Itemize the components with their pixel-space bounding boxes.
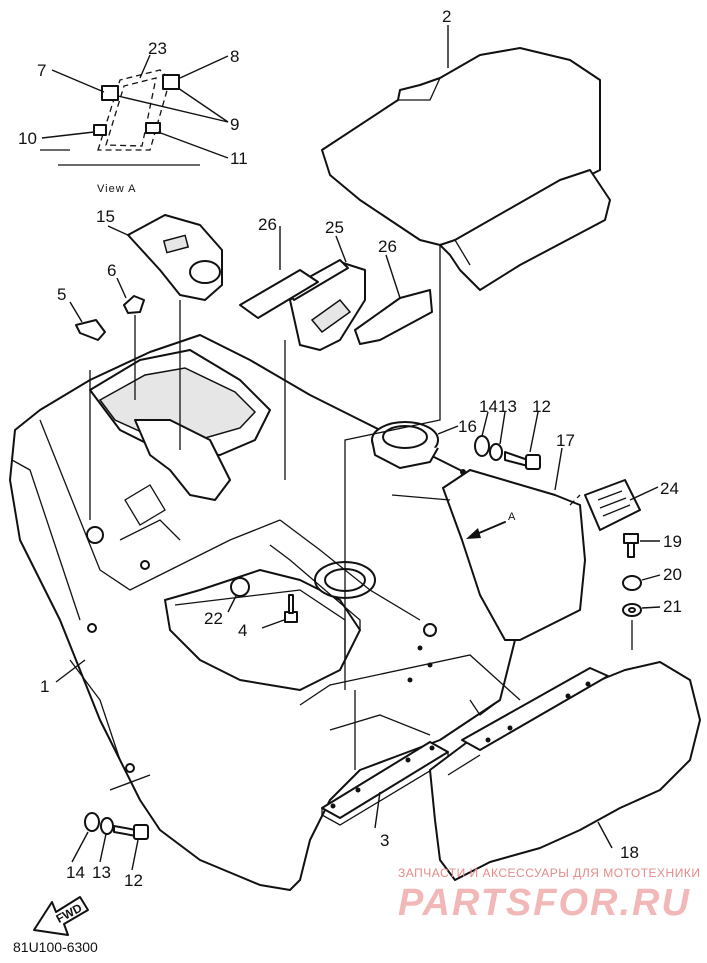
fwd-arrow-icon: FWD [33, 896, 89, 936]
callout-11: 11 [230, 149, 248, 168]
watermark-brand: PARTSFOR.RU [398, 882, 691, 924]
callout-3: 3 [380, 831, 389, 850]
callout-16: 16 [458, 417, 477, 436]
rear-fender-part-18 [429, 661, 701, 881]
view-a-label: View A [97, 183, 136, 195]
callout-7: 7 [37, 61, 46, 80]
cap-part-22 [230, 577, 250, 597]
callout-26-left: 26 [258, 215, 277, 234]
leader-lines [41, 25, 661, 871]
clip-part-10 [93, 124, 107, 136]
callout-21: 21 [663, 597, 682, 616]
callout-8: 8 [230, 47, 239, 66]
callout-25: 25 [325, 218, 344, 237]
arrow-a-label: A [508, 511, 516, 523]
washer-part-13-bottom [100, 817, 114, 835]
side-panel-part-17 [442, 469, 586, 641]
pad-part-26-left [239, 269, 319, 319]
callout-15: 15 [96, 207, 115, 226]
pad-part-26-right [354, 289, 433, 345]
callout-labels: 2 23 8 7 9 10 11 15 26 25 26 6 5 14 13 1… [18, 7, 682, 890]
clip-part-5 [75, 319, 106, 341]
washer-part-14-bottom [84, 812, 100, 832]
callout-1: 1 [40, 677, 49, 696]
watermark-tagline: ЗАПЧАСТИ И АКСЕССУАРЫ ДЛЯ МОТОТЕХНИКИ [398, 866, 700, 880]
label-part-24 [584, 479, 641, 531]
washer-part-13-top [489, 443, 503, 461]
callout-12-top: 12 [532, 397, 551, 416]
callout-23: 23 [148, 39, 167, 58]
clip-part-6 [123, 295, 145, 314]
washer-part-14-top [474, 435, 490, 457]
bolt-part-12-top [504, 451, 541, 470]
catalog-code: 81U100-6300 [13, 939, 98, 955]
callout-22: 22 [204, 609, 223, 628]
assembly-lines [89, 245, 633, 791]
screw-part-4 [284, 594, 298, 623]
callout-6: 6 [107, 261, 116, 280]
duct-part-15 [127, 214, 223, 301]
callout-26-right: 26 [378, 237, 397, 256]
callout-18: 18 [620, 843, 639, 862]
callout-14-top: 14 [479, 397, 498, 416]
watermark: ЗАПЧАСТИ И АКСЕССУАРЫ ДЛЯ МОТОТЕХНИКИ PA… [398, 866, 700, 924]
callout-14-bottom: 14 [66, 863, 85, 882]
callout-19: 19 [663, 532, 682, 551]
clip-part-7 [101, 85, 119, 101]
clip-part-8 [162, 74, 180, 90]
callout-20: 20 [663, 565, 682, 584]
callout-24: 24 [660, 479, 679, 498]
view-a-inset: View A [40, 69, 200, 195]
callout-13-top: 13 [498, 397, 517, 416]
bracket-part-3 [321, 741, 449, 826]
callout-2: 2 [442, 7, 451, 26]
callout-9: 9 [230, 115, 239, 134]
callout-17: 17 [556, 431, 575, 450]
callout-5: 5 [57, 285, 66, 304]
clip-part-11 [145, 122, 161, 134]
callout-4: 4 [238, 621, 247, 640]
callout-13-bottom: 13 [92, 863, 111, 882]
body-cover-part-1 [9, 334, 516, 891]
bolt-part-19 [623, 533, 639, 558]
seat-cushion-part-2 [321, 47, 611, 291]
view-a-direction-arrow: A [466, 511, 516, 539]
washer-part-20 [622, 575, 642, 591]
bolt-part-12-bottom [113, 824, 149, 840]
callout-10: 10 [18, 129, 37, 148]
callout-12-bottom: 12 [124, 871, 143, 890]
